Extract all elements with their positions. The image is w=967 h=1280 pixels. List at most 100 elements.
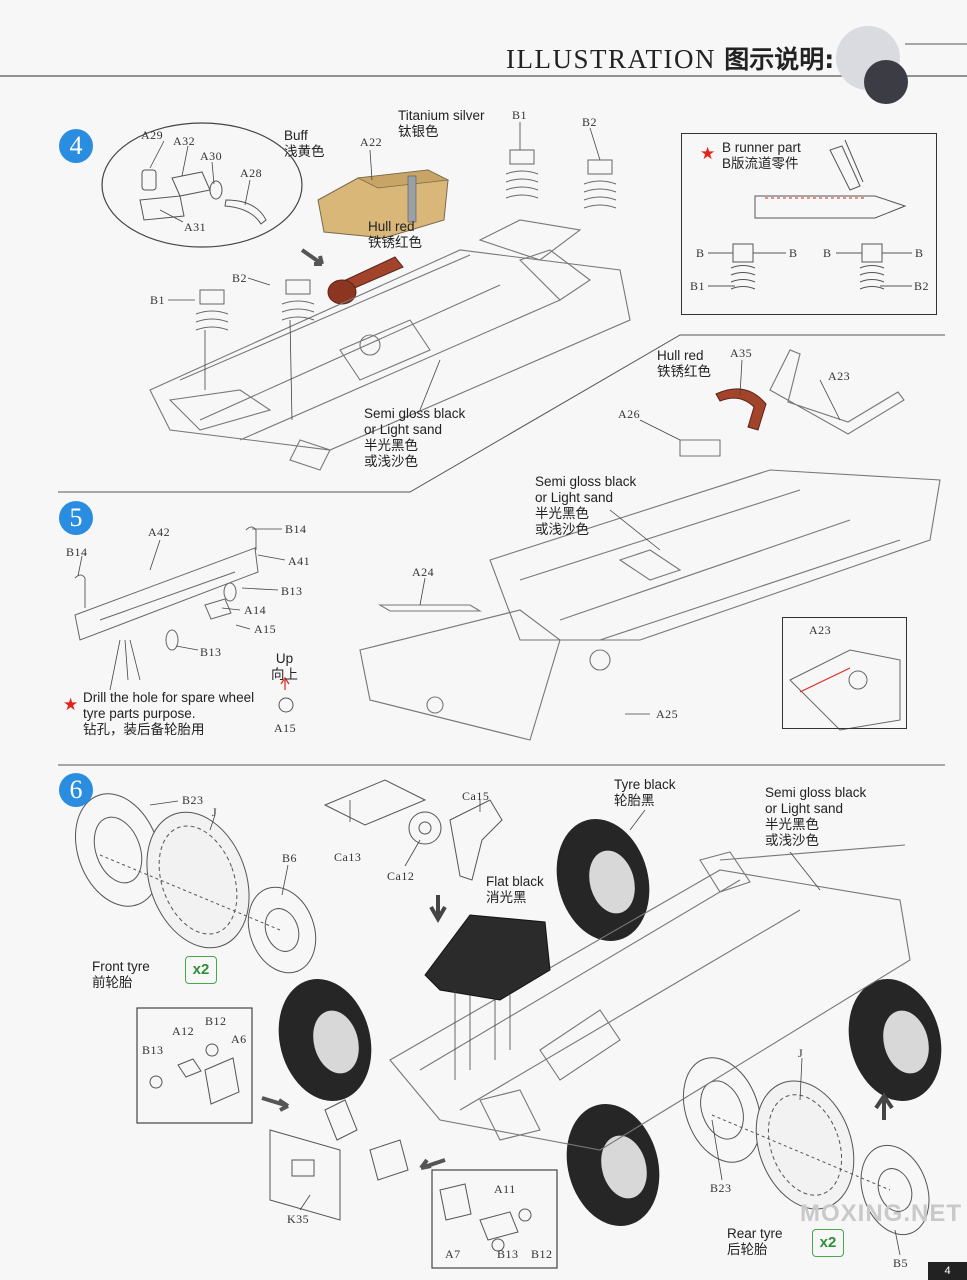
part-label-a25: A25 [656, 707, 679, 721]
front-tyre-quantity-badge: x2 [185, 956, 217, 984]
star-icon: ★ [700, 144, 716, 163]
exhaust-part [327, 256, 404, 305]
a23-inset-drawing [789, 649, 901, 731]
part-label-b14-left: B14 [66, 545, 88, 559]
part-label-b1-left: B1 [150, 293, 166, 307]
inset-label-b1: B1 [690, 279, 706, 293]
inset-label-b2: B2 [914, 279, 930, 293]
chassis-step6 [389, 844, 911, 1151]
part-label-b5: B5 [893, 1256, 909, 1270]
part-label-k35: K35 [287, 1212, 310, 1226]
part-label-a41: A41 [288, 554, 311, 568]
part-label-ca13: Ca13 [334, 850, 362, 864]
front-wheel-assembly [74, 793, 317, 974]
part-label-b12-lower: B12 [531, 1247, 553, 1261]
detail-ellipse [101, 122, 303, 248]
hull-red-bracket [715, 388, 767, 431]
part-label-b14-right: B14 [285, 522, 307, 536]
watermark: MOXING.NET [800, 1200, 963, 1227]
part-label-b13-lower: B13 [497, 1247, 519, 1261]
fuel-tank-part [317, 169, 450, 239]
part-label-a6: A6 [231, 1032, 247, 1046]
runner-label-b-2: B [789, 246, 798, 260]
part-label-b13-bottom: B13 [200, 645, 222, 659]
part-label-a30: A30 [200, 149, 223, 163]
note-semi-gloss-step5: Semi gloss black or Light sand 半光黑色 或浅沙色 [535, 474, 637, 537]
frame-rail-parts [74, 526, 259, 651]
chassis-step4 [149, 219, 631, 471]
step-5-badge: 5 [59, 501, 93, 535]
header-circle-dark [864, 60, 908, 104]
note-semi-gloss-step4: Semi gloss black or Light sand 半光黑色 或浅沙色 [364, 406, 466, 469]
part-label-a32: A32 [173, 134, 196, 148]
part-label-b1-top: B1 [512, 108, 528, 122]
small-parts-step6 [323, 779, 503, 881]
step-4-badge: 4 [59, 129, 93, 163]
part-label-j-front: J [212, 805, 218, 819]
part-label-a31: A31 [184, 220, 207, 234]
part-label-b23-rear: B23 [710, 1181, 732, 1195]
part-label-a23: A23 [828, 369, 851, 383]
part-label-b6: B6 [282, 851, 298, 865]
step-6-badge: 6 [59, 773, 93, 807]
rear-tyre-quantity-badge: x2 [812, 1229, 844, 1257]
leader-lines-step4 [149, 122, 601, 421]
inset-label-a23: A23 [809, 623, 832, 637]
bracket-box [136, 1007, 253, 1124]
page-header: ILLUSTRATION 图示说明: [506, 40, 834, 76]
runner-label-b-4: B [915, 246, 924, 260]
lower-bracket-parts [439, 1183, 532, 1252]
part-label-a29: A29 [141, 128, 164, 142]
page-number: 4 [928, 1262, 967, 1280]
skid-plate [424, 914, 551, 1001]
part-label-b12-box: B12 [205, 1014, 227, 1028]
part-label-ca15: Ca15 [462, 789, 490, 803]
part-label-a15: A15 [254, 622, 277, 636]
runner-label-b-3: B [823, 246, 832, 260]
part-label-b13-box: B13 [142, 1043, 164, 1057]
leader-lines-step5 [77, 359, 841, 715]
black-tyres [278, 818, 942, 1227]
part-label-ca12: Ca12 [387, 869, 415, 883]
part-label-b13-top: B13 [281, 584, 303, 598]
b-runner-inset [681, 133, 937, 315]
note-drill-hole: Drill the hole for spare wheel tyre part… [83, 690, 255, 737]
lower-bracket-box [431, 1169, 558, 1269]
part-label-j-rear: J [798, 1046, 804, 1060]
part-label-a7: A7 [445, 1247, 461, 1261]
leader-lines-step6 [149, 800, 901, 1256]
runner-label-b-1: B [696, 246, 705, 260]
skid-plate-pins [454, 990, 511, 1080]
part-label-a22: A22 [360, 135, 383, 149]
part-label-a14: A14 [244, 603, 267, 617]
a23-inset [782, 617, 907, 729]
runner-inset-drawing [708, 139, 912, 290]
part-label-b23-front: B23 [182, 793, 204, 807]
rear-wheel-assembly [682, 1057, 930, 1236]
part-label-a11: A11 [494, 1182, 516, 1196]
star-icon: ★ [63, 695, 79, 714]
header-title-cn: 图示说明: [724, 45, 835, 74]
springs-step4 [195, 149, 617, 331]
part-label-b2-top: B2 [582, 115, 598, 129]
part-label-a15-up: A15 [274, 721, 297, 735]
part-label-a24: A24 [412, 565, 435, 579]
chassis-step5 [359, 349, 941, 741]
part-label-a35: A35 [730, 346, 753, 360]
bracket-box-parts [149, 1043, 240, 1105]
part-label-a28: A28 [240, 166, 263, 180]
part-label-a42: A42 [148, 525, 171, 539]
part-label-a12: A12 [172, 1024, 195, 1038]
note-semi-gloss-step6: Semi gloss black or Light sand 半光黑色 或浅沙色 [765, 785, 867, 848]
